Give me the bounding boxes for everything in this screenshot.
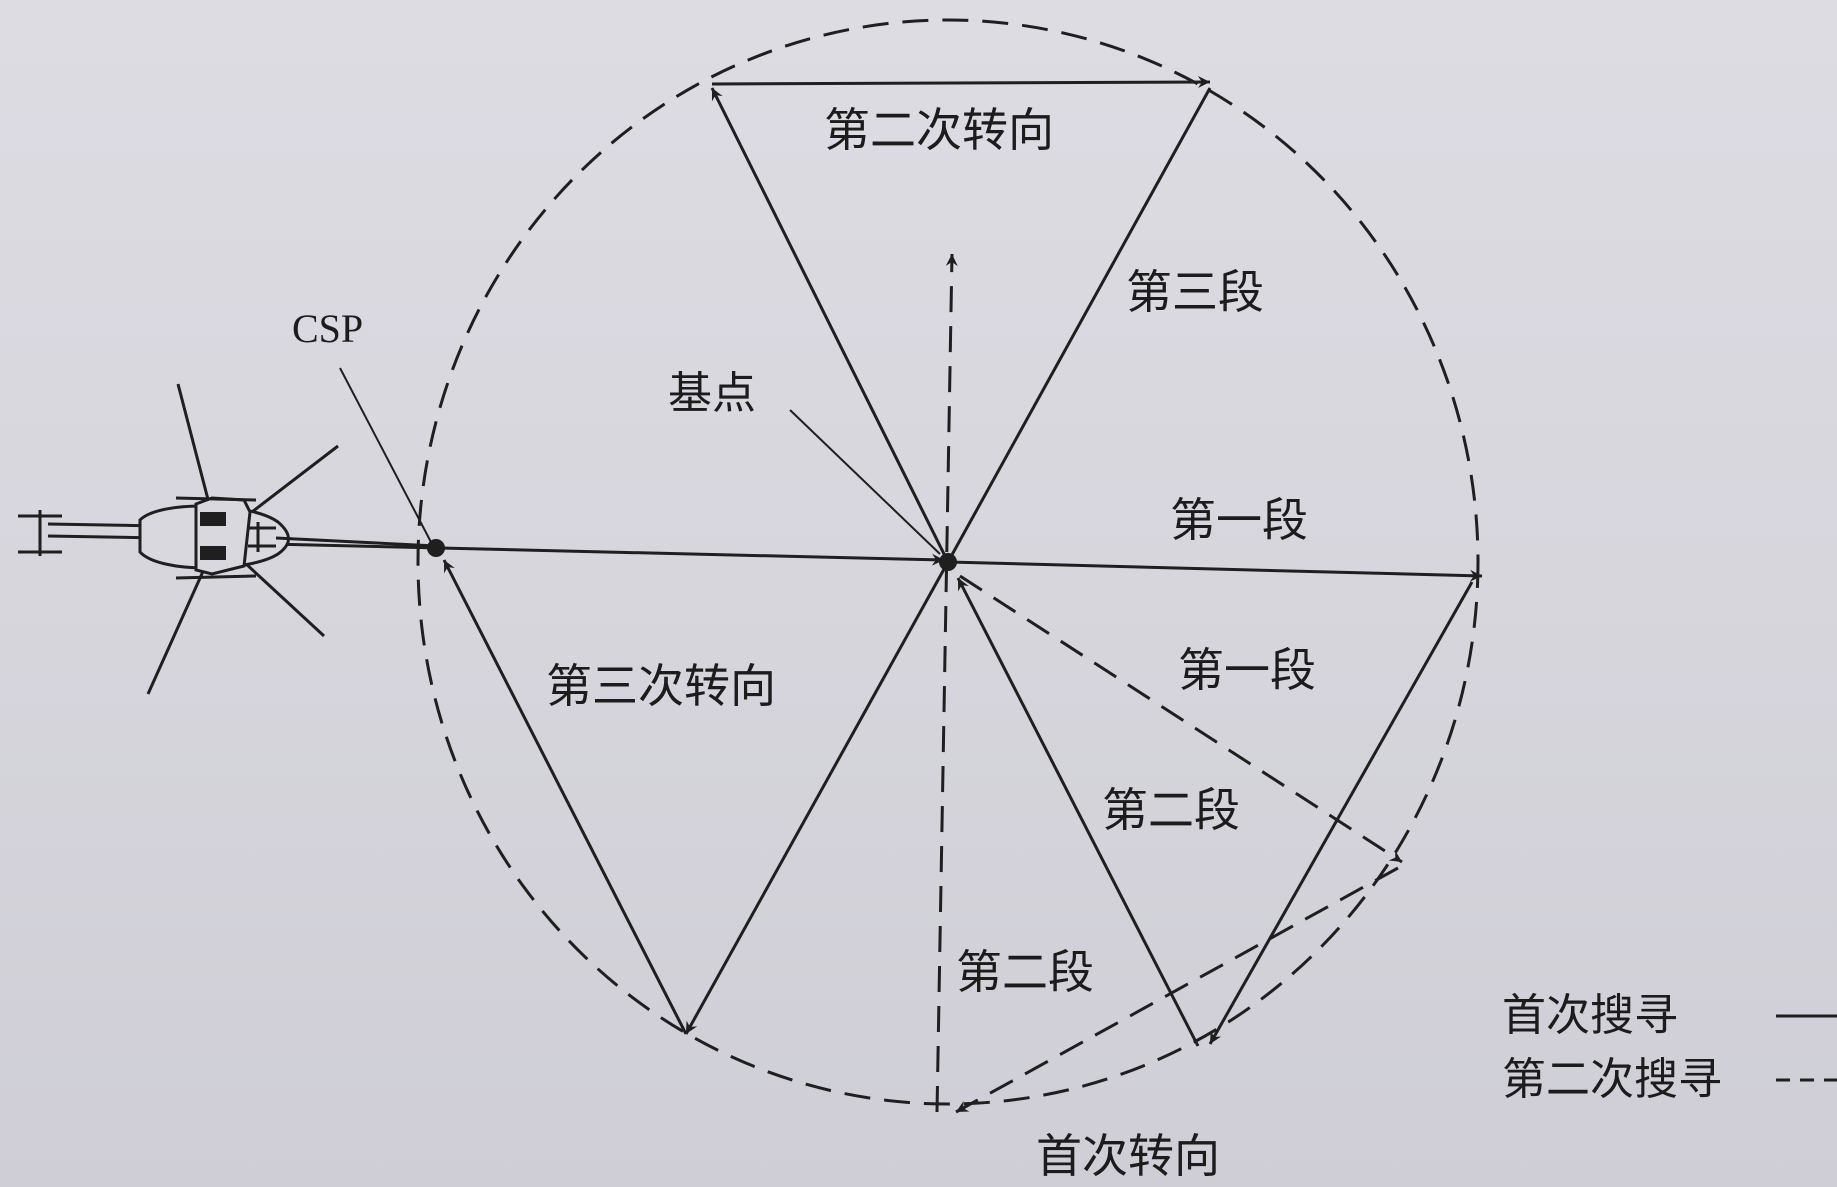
third-turn-track: [442, 559, 688, 1035]
legend-second-search-label: 第二次搜寻: [1502, 1054, 1722, 1105]
datum-pointer-line: [789, 409, 941, 555]
leg1-solid-track: [947, 560, 1483, 582]
leg2-dashed-label: 第二段: [956, 945, 1094, 999]
leg2-solid-label: 第二段: [1102, 783, 1240, 837]
leg2-solid-track: [956, 577, 1200, 1047]
leg1-solid-label: 第一段: [1170, 493, 1308, 547]
helicopter-icon: [18, 383, 437, 695]
approach-track: [269, 542, 945, 566]
leg3-bottom-track: [684, 561, 950, 1035]
legend-first-search-label: 首次搜寻: [1502, 990, 1678, 1041]
search-area-circle: [416, 18, 1480, 1106]
datum-point: [939, 553, 957, 571]
legend: 首次搜寻 第二次搜寻: [1502, 990, 1837, 1105]
csp-point: [427, 539, 445, 557]
leg1-dashed-track: [959, 574, 1403, 864]
second-turn-label: 第二次转向: [824, 103, 1054, 157]
datum-label: 基点: [668, 368, 756, 419]
csp-label: CSP: [292, 306, 363, 351]
leg3-return-track: [946, 87, 1212, 563]
leg3-top-label: 第三段: [1126, 265, 1264, 319]
leg1-dashed-label: 第一段: [1178, 643, 1316, 697]
first-turn-solid-track: [1208, 581, 1474, 1045]
third-turn-label: 第三次转向: [546, 659, 776, 713]
leg2-dashed-track: [935, 253, 958, 1113]
first-turn-dashed-track: [955, 866, 1399, 1114]
leg3-top-track: [710, 87, 950, 563]
csp-pointer-line: [339, 367, 433, 545]
second-turn-track: [711, 76, 1211, 89]
first-turn-label: 首次转向: [1036, 1129, 1220, 1183]
